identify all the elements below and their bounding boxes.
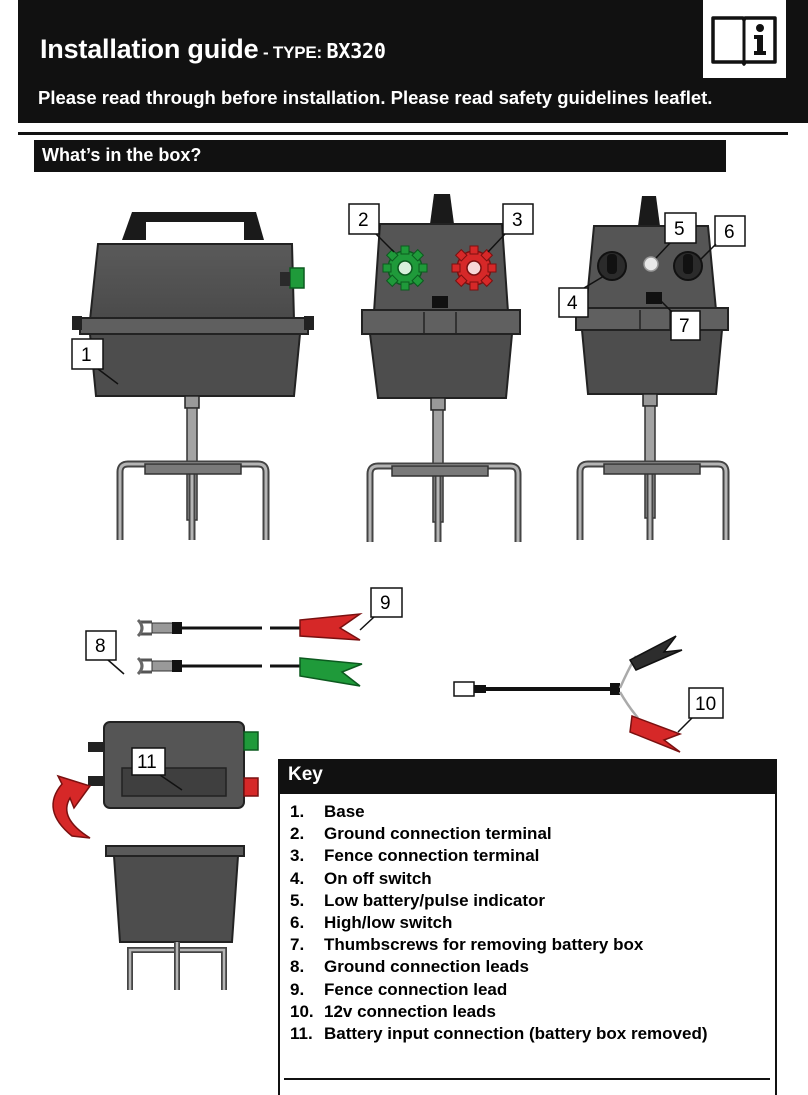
key-bottom-rule [284, 1078, 770, 1080]
key-item-text: On off switch [324, 868, 432, 888]
on-off-switch-knob [597, 251, 627, 281]
callout-label: 8 [95, 636, 106, 657]
callout-label: 10 [695, 694, 716, 715]
section-title: What’s in the box? [42, 145, 202, 165]
fence-terminal-gear [451, 245, 497, 291]
callout-5: 5 [655, 212, 697, 259]
callout-7: 7 [657, 297, 701, 341]
callout-11: 11 [131, 747, 183, 791]
key-item-number: 3. [290, 846, 305, 866]
key-item: 4. On off switch [290, 868, 708, 890]
green-clip [299, 657, 363, 687]
key-panel [278, 759, 777, 1095]
callout-4: 4 [558, 275, 605, 318]
key-item-text: Battery input connection (battery box re… [324, 1024, 708, 1044]
callout-label: 3 [512, 210, 523, 231]
key-item-text: Thumbscrews for removing battery box [324, 935, 644, 955]
key-item-text: 12v connection leads [324, 1001, 496, 1021]
callout-label: 4 [567, 293, 578, 314]
key-item: 11. Battery input connection (battery box… [290, 1023, 708, 1045]
key-header [278, 759, 775, 794]
battery-box-removed [52, 721, 259, 990]
callout-1: 1 [71, 338, 119, 385]
key-item-number: 1. [290, 802, 305, 821]
key-item: 6. High/low switch [290, 912, 708, 934]
title-text: Installation guide [40, 34, 259, 64]
red-clip [299, 612, 363, 641]
red-croc-clip [629, 714, 683, 753]
callout-label: 9 [380, 593, 391, 614]
header-divider [18, 132, 788, 135]
key-item-number: 7. [290, 935, 305, 955]
callout-3: 3 [487, 203, 534, 253]
key-title: Key [288, 764, 323, 785]
key-item-text: High/low switch [324, 913, 453, 933]
type-prefix: - TYPE: [258, 43, 327, 62]
key-item: 9. Fence connection lead [290, 979, 708, 1001]
energiser-switch-view [575, 196, 730, 540]
black-croc-clip [628, 635, 683, 671]
12v-connection-leads [453, 635, 683, 753]
key-item-text: Fence connection terminal [324, 846, 540, 866]
key-item-text: Low battery/pulse indicator [324, 890, 546, 910]
key-list: 1. Base 2. Ground connection terminal 3. Fe… [290, 801, 708, 1045]
callout-label: 2 [358, 210, 369, 231]
key-item: 10. 12v connection leads [290, 1001, 708, 1023]
key-item-number: 8. [290, 957, 305, 977]
key-item-number: 5. [290, 890, 305, 910]
ground-and-fence-leads [136, 612, 363, 687]
page-subtitle: Please read through before installation.… [38, 87, 713, 108]
energiser-side-view [72, 212, 314, 540]
key-item-number: 11. [290, 1024, 313, 1044]
key-item-text: Base [324, 802, 365, 821]
key-item: 7. Thumbscrews for removing battery box [290, 934, 708, 956]
remove-arrow-icon [52, 774, 92, 839]
key-item: 1. Base [290, 801, 708, 823]
key-item-number: 6. [290, 913, 305, 933]
key-item-text: Ground connection terminal [324, 824, 552, 844]
key-item: 5. Low battery/pulse indicator [290, 890, 708, 912]
callout-6: 6 [699, 215, 746, 261]
indicator-light [643, 256, 659, 272]
manual-icon-box [703, 0, 786, 78]
callout-label: 5 [674, 219, 685, 240]
callout-label: 6 [724, 222, 735, 243]
key-item-text: Ground connection leads [324, 957, 529, 977]
callout-10: 10 [677, 687, 724, 733]
energiser-terminal-view [361, 194, 522, 542]
key-item-number: 10. [290, 1001, 314, 1021]
callout-9: 9 [359, 587, 403, 631]
key-item-text: Fence connection lead [324, 979, 508, 999]
type-value: BX320 [326, 39, 386, 63]
ground-terminal-gear [382, 245, 428, 291]
callout-8: 8 [85, 630, 125, 675]
callout-label: 11 [137, 752, 157, 773]
key-item: 3. Fence connection terminal [290, 845, 708, 867]
key-item: 2. Ground connection terminal [290, 823, 708, 845]
manual-info-icon [711, 16, 777, 66]
header-bar [18, 0, 808, 123]
callout-2: 2 [348, 203, 395, 253]
key-item-number: 9. [290, 979, 305, 999]
page-title: Installation guide - TYPE: BX320 [40, 34, 386, 65]
section-bar [34, 140, 726, 172]
callout-label: 7 [679, 316, 690, 337]
callout-label: 1 [81, 345, 92, 366]
high-low-switch-knob [673, 251, 703, 281]
key-item-number: 4. [290, 868, 305, 888]
key-item-number: 2. [290, 824, 305, 844]
key-item: 8. Ground connection leads [290, 956, 708, 978]
